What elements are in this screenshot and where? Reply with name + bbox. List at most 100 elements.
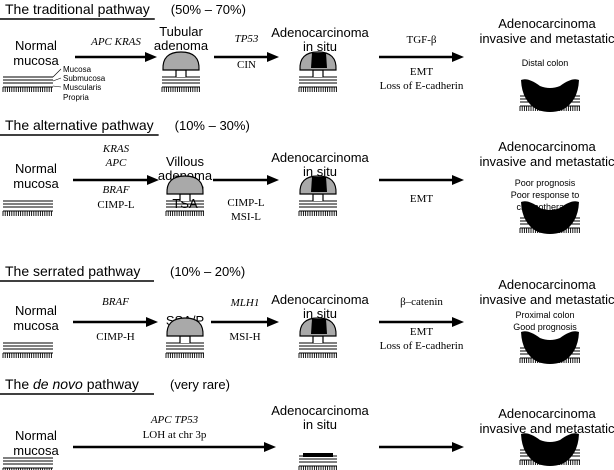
arrow-step-2	[214, 52, 279, 62]
stage-in-situ-label: Adenocarcinoma	[271, 25, 369, 40]
pathway-4: The de novo pathway (very rare) Normalmuco…	[0, 376, 614, 470]
tumor-core-icon	[311, 319, 327, 334]
gene-label: BRAF	[102, 296, 129, 308]
carcinoma-in-situ-icon	[298, 317, 337, 358]
gene-label: TP53	[235, 33, 259, 45]
stage-in-situ-label: in situ	[303, 306, 337, 321]
polyp-base-layers-icon	[298, 342, 337, 358]
invasive-tumor-icon	[519, 331, 580, 364]
layer-label: Mucosa	[63, 65, 92, 74]
normal-mucosa-layers-icon	[2, 342, 53, 358]
normal-mucosa-layers-icon	[2, 200, 53, 216]
stage-normal-label: mucosa	[13, 443, 59, 458]
stage-normal-label: Normal	[15, 161, 57, 176]
pathway-title-text: The de novo pathway	[5, 376, 139, 392]
invasive-tumor-icon	[519, 433, 580, 466]
arrow-step-3	[379, 175, 464, 185]
stage-note: Distal colon	[522, 58, 569, 68]
gene-label: BRAF	[103, 184, 130, 196]
stage-note: Poor prognosis	[515, 178, 576, 188]
pathway-2: The alternative pathway (10% – 30%) Normal…	[0, 117, 614, 234]
layer-label: Muscularis	[63, 83, 101, 92]
mechanism-label: CIMP-H	[96, 331, 135, 343]
stage-normal-label: Normal	[15, 303, 57, 318]
pathway-title-text: The serrated pathway	[5, 263, 140, 279]
stage-in-situ-label: in situ	[303, 417, 337, 432]
stage-in-situ-label: Adenocarcinoma	[271, 150, 369, 165]
gene-label: APC	[105, 157, 127, 169]
invasive-tumor-icon	[519, 201, 580, 234]
pathway-3: The serrated pathway(10% – 20%)Normalmuc…	[0, 263, 614, 364]
stage-adenoma-label: Villous	[166, 154, 205, 169]
normal-mucosa-layers-icon	[2, 457, 53, 470]
pathway-1: The traditional pathway (50% – 70%) Normal…	[0, 1, 614, 112]
arrow-step-3	[379, 317, 464, 327]
mechanism-label: EMT	[410, 326, 434, 338]
arrow-step-1	[73, 175, 159, 185]
layer-label: Submucosa	[63, 74, 106, 83]
stage-adenoma-label: adenoma	[154, 38, 209, 53]
mechanism-label: MSI-H	[229, 331, 260, 343]
adenoma-polyp-icon	[161, 51, 200, 92]
tumor-core-icon	[311, 53, 327, 68]
polyp-base-layers-icon	[165, 342, 204, 358]
stage-invasive-label: invasive and metastatic	[479, 292, 614, 307]
pathway-title: The serrated pathway	[0, 263, 154, 282]
stage-invasive-label: Adenocarcinoma	[498, 406, 596, 421]
stage-note: chemotherapy	[516, 202, 574, 212]
stage-in-situ-label: in situ	[303, 164, 337, 179]
pathway-share: (50% – 70%)	[171, 2, 246, 17]
arrow-step-3	[379, 442, 464, 452]
gene-label: β–catenin	[400, 296, 443, 308]
stage-invasive-label: Adenocarcinoma	[498, 277, 596, 292]
mechanism-label: MSI-L	[231, 211, 261, 223]
arrow-step-1	[75, 52, 157, 62]
gene-label: TGF-β	[406, 34, 436, 46]
arrow-step-1	[73, 317, 158, 327]
pathway-share: (very rare)	[170, 377, 230, 392]
pathway-share: (10% – 30%)	[175, 118, 250, 133]
mechanism-label: Loss of E-cadherin	[380, 340, 464, 352]
stage-normal-label: mucosa	[13, 318, 59, 333]
stage-note: Good prognosis	[513, 322, 577, 332]
stage-invasive-label: invasive and metastatic	[479, 154, 614, 169]
gene-label: APC KRAS	[90, 36, 141, 48]
stage-adenoma-label: Tubular	[159, 24, 203, 39]
mechanism-label: Loss of E-cadherin	[380, 80, 464, 92]
stage-normal-label: Normal	[15, 428, 57, 443]
gene-label: APC TP53	[150, 414, 199, 426]
stage-invasive-label: invasive and metastatic	[479, 421, 614, 436]
stage-invasive-label: invasive and metastatic	[479, 31, 614, 46]
carcinoma-in-situ-icon	[298, 51, 337, 92]
pathway-title: The traditional pathway	[0, 1, 155, 20]
pathway-title-text: The alternative pathway	[5, 117, 154, 133]
arrow-step-2	[211, 317, 279, 327]
stage-invasive-label: Adenocarcinoma	[498, 139, 596, 154]
arrow-step-3	[379, 52, 464, 62]
stage-in-situ-label: Adenocarcinoma	[271, 292, 369, 307]
stage-note: Proximal colon	[515, 310, 574, 320]
mechanism-label: CIN	[237, 59, 256, 71]
stage-note: Poor response to	[511, 190, 580, 200]
stage-normal-label: Normal	[15, 38, 57, 53]
carcinoma-in-situ-icon	[298, 175, 337, 216]
mechanism-label: CIMP-L	[97, 199, 135, 211]
gene-label: KRAS	[102, 143, 130, 155]
mechanism-label: EMT	[410, 193, 434, 205]
arrow-step-1	[73, 442, 276, 452]
mechanism-label: LOH at chr 3p	[143, 429, 207, 441]
flat-base-layers-icon	[298, 455, 337, 470]
arrow-step-2	[213, 175, 279, 185]
polyp-base-layers-icon	[298, 200, 337, 216]
adenoma-polyp-icon	[165, 317, 204, 358]
mechanism-label: EMT	[410, 66, 434, 78]
invasive-tumor-icon	[519, 79, 580, 112]
tumor-core-icon	[311, 177, 327, 192]
stage-normal-label: mucosa	[13, 53, 59, 68]
gene-label: MLH1	[230, 297, 260, 309]
stage-in-situ-label: in situ	[303, 39, 337, 54]
stage-invasive-label: Adenocarcinoma	[498, 16, 596, 31]
pathway-title-text: The traditional pathway	[5, 1, 150, 17]
